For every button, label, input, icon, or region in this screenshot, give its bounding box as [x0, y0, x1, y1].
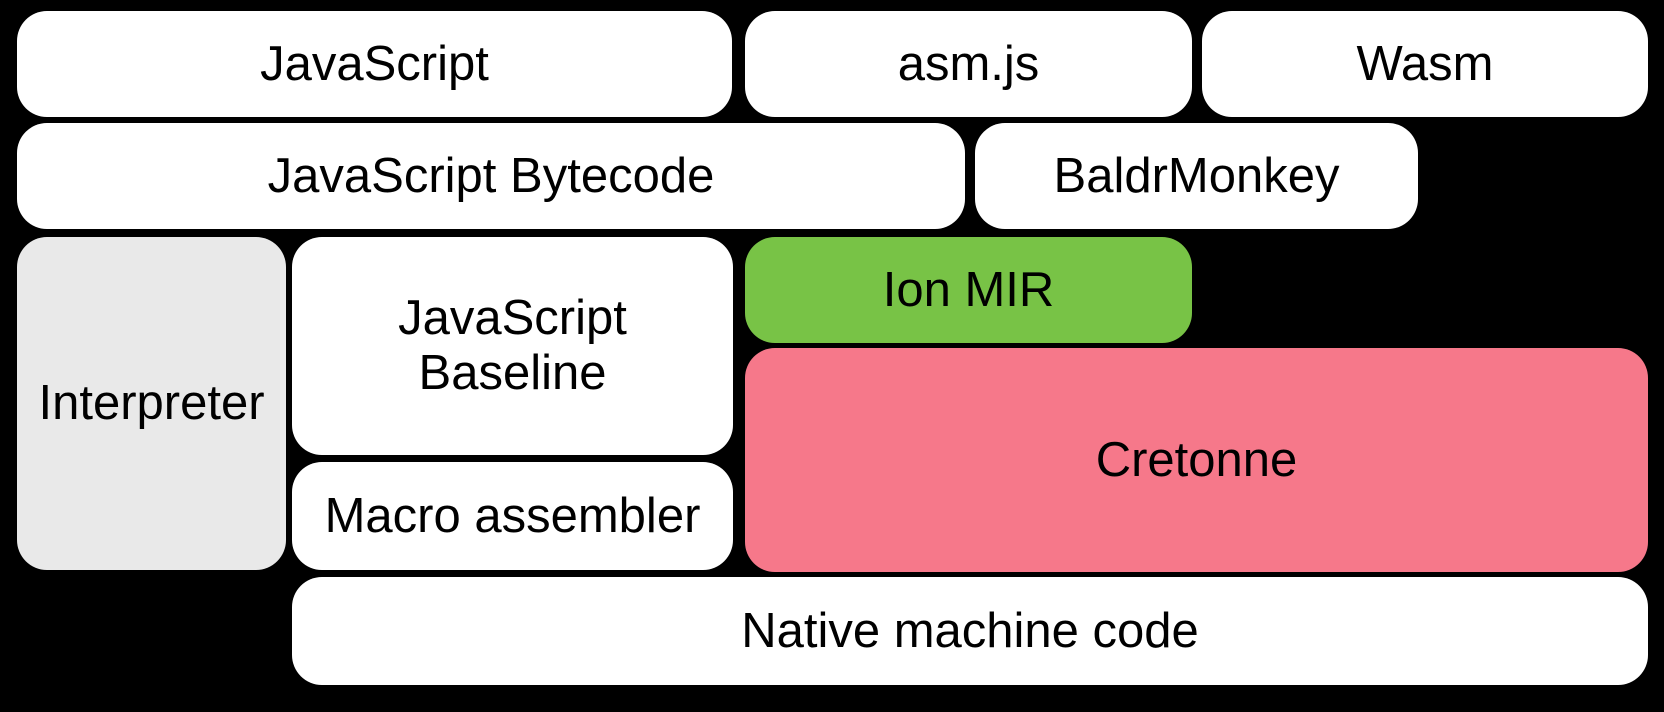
- node-ion-mir: Ion MIR: [745, 237, 1192, 343]
- node-asmjs: asm.js: [745, 11, 1192, 117]
- node-macro-assembler: Macro assembler: [292, 462, 733, 570]
- node-cretonne: Cretonne: [745, 348, 1648, 572]
- node-javascript-baseline: JavaScript Baseline: [292, 237, 733, 455]
- node-wasm: Wasm: [1202, 11, 1648, 117]
- node-interpreter: Interpreter: [17, 237, 286, 570]
- node-native-machine-code: Native machine code: [292, 577, 1648, 685]
- node-javascript: JavaScript: [17, 11, 732, 117]
- node-javascript-bytecode: JavaScript Bytecode: [17, 123, 965, 229]
- node-baldrmonkey: BaldrMonkey: [975, 123, 1418, 229]
